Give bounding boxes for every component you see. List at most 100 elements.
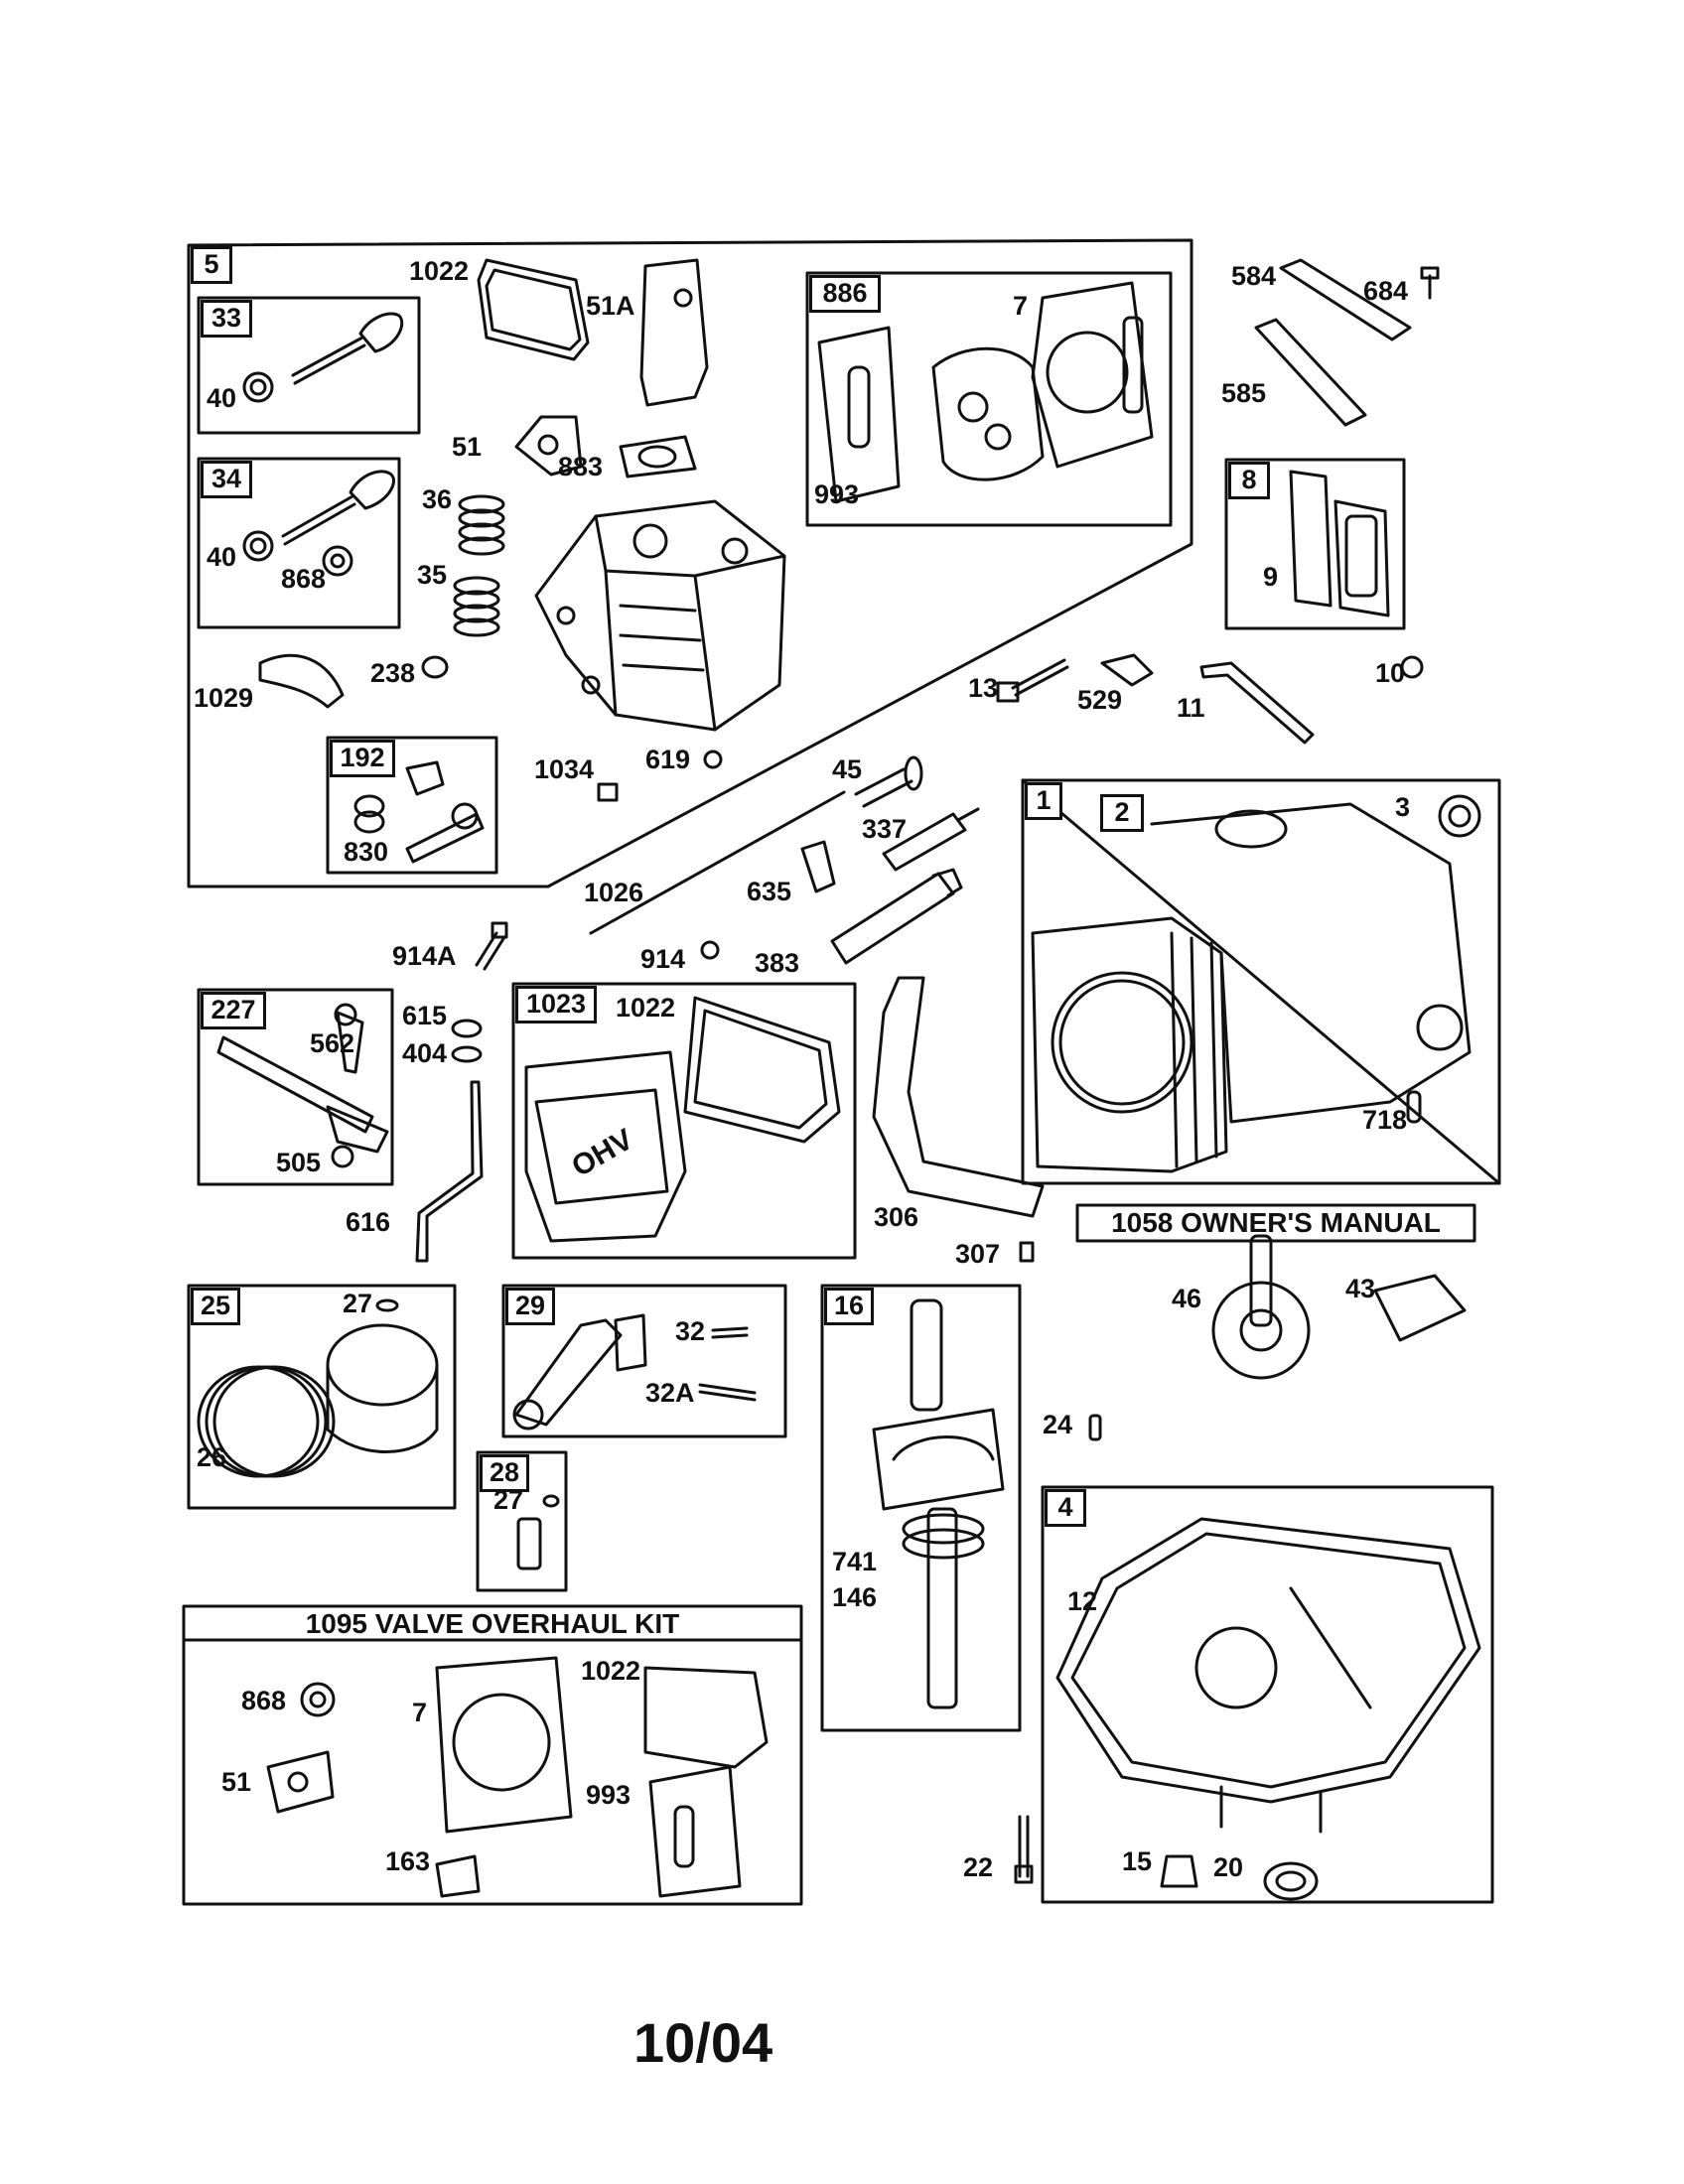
governor-bracket-43-drawing: [1373, 1274, 1467, 1342]
part-label-35: 35: [417, 560, 448, 590]
crankcase-cover-4-drawing: [1055, 1517, 1481, 1834]
cap-238-drawing: [421, 655, 449, 679]
part-label-914A: 914A: [392, 941, 457, 971]
breather-cover-8-drawing: [1289, 470, 1390, 617]
section-tag-2: 2: [1100, 794, 1144, 832]
washer-615-drawing: [451, 1019, 483, 1038]
part-label-337: 337: [862, 814, 908, 844]
part-label-306: 306: [874, 1202, 919, 1232]
piston-pin-28-drawing: [516, 1517, 542, 1570]
part-label-1022-c: 1022: [581, 1656, 641, 1686]
engine-block-drawing: [1031, 794, 1481, 1173]
rocker-arm-1029-drawing: [258, 653, 345, 709]
gasket-51-drawing: [514, 415, 583, 477]
part-label-635: 635: [747, 877, 792, 906]
part-label-10: 10: [1375, 658, 1406, 688]
screw-619-drawing: [703, 750, 723, 769]
spring-35-drawing: [453, 576, 500, 637]
part-label-1034: 1034: [534, 754, 595, 784]
part-label-868-b: 868: [241, 1686, 287, 1715]
section-1-diagonal: [1021, 778, 1501, 1185]
owners-manual-banner: 1058 OWNER'S MANUAL: [1111, 1207, 1441, 1238]
section-1-frame: [1021, 778, 1501, 1185]
part-label-562: 562: [310, 1028, 355, 1058]
bolt-13-drawing: [996, 658, 1069, 703]
part-label-32A: 32A: [645, 1378, 695, 1408]
section-tag-886: 886: [809, 275, 881, 313]
bolt-22-drawing: [1014, 1815, 1034, 1884]
part-label-40: 40: [207, 383, 237, 413]
governor-lever-227-drawing: [216, 1003, 389, 1168]
section-29-frame: [501, 1284, 787, 1438]
section-tag-1023: 1023: [515, 986, 597, 1024]
section-tag-25: 25: [191, 1288, 240, 1325]
gasket-51A-drawing: [639, 258, 709, 407]
cam-gear-46-drawing: [1211, 1234, 1311, 1380]
section-tag-16: 16: [824, 1288, 874, 1325]
part-label-1029: 1029: [194, 683, 254, 713]
section-1023-frame: [511, 982, 857, 1260]
section-tag-1: 1: [1025, 782, 1062, 820]
part-label-993: 993: [814, 479, 860, 509]
part-label-616: 616: [346, 1207, 391, 1237]
part-label-20: 20: [1213, 1852, 1244, 1882]
part-label-26: 26: [197, 1442, 227, 1472]
clip-27-drawing: [542, 1494, 560, 1508]
bracket-306-drawing: [872, 976, 1045, 1218]
section-tag-4: 4: [1045, 1489, 1086, 1527]
section-tag-29: 29: [505, 1288, 555, 1325]
part-label-24: 24: [1043, 1410, 1073, 1439]
section-tag-227: 227: [201, 992, 266, 1029]
gasket-584-585-drawing: [1254, 258, 1440, 427]
part-label-32: 32: [675, 1316, 706, 1346]
section-192-frame: [326, 736, 498, 875]
washer-404-drawing: [451, 1045, 483, 1063]
part-label-741: 741: [832, 1547, 878, 1576]
gasket-set-886-drawing: [817, 281, 1154, 503]
section-25-frame: [187, 1284, 457, 1510]
part-label-13: 13: [968, 673, 999, 703]
screw-914-drawing: [700, 940, 720, 960]
pin-24-drawing: [1088, 1414, 1102, 1441]
part-label-43: 43: [1345, 1274, 1376, 1303]
part-label-36: 36: [422, 484, 453, 514]
part-label-307: 307: [955, 1239, 1001, 1269]
part-label-619: 619: [645, 745, 691, 774]
seal-20-drawing: [1263, 1861, 1319, 1901]
part-label-163: 163: [385, 1846, 431, 1876]
spring-36-drawing: [458, 494, 505, 556]
part-label-238: 238: [370, 658, 416, 688]
rod-11-drawing: [1199, 661, 1315, 745]
valve-kit-contents-drawing: [266, 1656, 769, 1898]
valve-cover-badge: OHV: [566, 1123, 638, 1183]
section-227-frame: [197, 988, 394, 1186]
part-label-9: 9: [1263, 562, 1279, 592]
revision-date: 10/04: [633, 2011, 773, 2074]
valve-33-drawing: [242, 312, 404, 403]
valve-kit-frame: [182, 1604, 803, 1906]
cylinder-head-drawing: [534, 499, 786, 732]
part-label-883: 883: [558, 452, 604, 481]
section-tag-33: 33: [201, 300, 252, 338]
part-label-1022: 1022: [409, 256, 470, 286]
part-label-868: 868: [281, 564, 327, 594]
part-label-51-b: 51: [221, 1767, 252, 1797]
spark-plug-337-drawing: [882, 807, 980, 872]
ohv-cover-text: OHV: [566, 1123, 638, 1183]
section-16-frame: [820, 1284, 1022, 1732]
part-label-11: 11: [1177, 693, 1205, 723]
part-label-45: 45: [832, 754, 863, 784]
part-label-7: 7: [1013, 291, 1029, 321]
section-5-frame: [187, 238, 1193, 888]
clip-529-drawing: [1100, 653, 1154, 687]
part-label-404: 404: [402, 1038, 448, 1068]
part-label-51A: 51A: [586, 291, 635, 321]
section-tag-192: 192: [330, 740, 395, 777]
part-label-1022-b: 1022: [616, 993, 676, 1023]
breather-192-drawing: [353, 760, 485, 864]
part-label-22: 22: [963, 1852, 994, 1882]
part-label-993-b: 993: [586, 1780, 632, 1810]
part-label-146: 146: [832, 1582, 878, 1612]
